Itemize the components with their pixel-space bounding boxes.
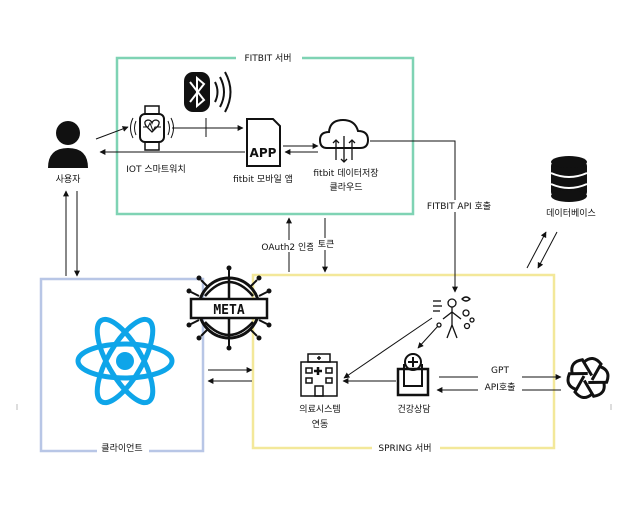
watch-label: IOT 스마트워치 [126, 163, 186, 175]
user-icon [48, 121, 88, 168]
meta-logo-icon [186, 265, 272, 351]
client-title: 클라이언트 [101, 442, 142, 454]
react-logo-icon [75, 316, 175, 406]
hospital-icon [300, 353, 338, 397]
user-label: 사용자 [56, 174, 82, 185]
app-icon [246, 118, 281, 167]
app-box-label: APP [250, 146, 277, 160]
app-label: fitbit 모바일 앱 [233, 173, 293, 185]
meta-label: META [213, 303, 244, 318]
database-label: 데이터베이스 [546, 208, 596, 219]
edge-oauth: OAuth2 인증 [261, 242, 314, 253]
cloud-label-1: fitbit 데이터저장 [313, 168, 378, 179]
database-icon [550, 156, 588, 202]
health-consult-icon [396, 353, 430, 397]
medical-label-2: 연동 [312, 419, 329, 430]
medical-label-1: 의료시스템 [299, 403, 340, 415]
fitbit-server-title: FITBIT 서버 [244, 53, 291, 64]
edge-gpt-2: API호출 [485, 382, 516, 393]
edge-token: 토큰 [318, 239, 335, 250]
ai-human-icon [433, 296, 475, 339]
openai-logo-icon [566, 357, 610, 399]
edge-fitbit-api: FITBIT API 호출 [427, 201, 491, 212]
spring-server-title: SPRING 서버 [378, 443, 431, 454]
spring-server-box [251, 273, 556, 450]
health-label: 건강상담 [397, 403, 430, 415]
bluetooth-icon [184, 71, 232, 113]
cloud-icon [318, 118, 370, 163]
smartwatch-icon [130, 105, 174, 151]
cloud-label-2: 클라우드 [329, 182, 362, 193]
edge-gpt-1: GPT [491, 366, 509, 376]
